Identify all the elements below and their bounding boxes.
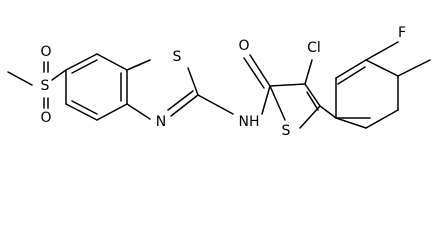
atom-cl: Cl bbox=[307, 40, 321, 56]
atom-o-sulfonyl-top: O bbox=[40, 44, 51, 60]
atom-n-amide: NH bbox=[239, 114, 260, 130]
atom-o-amide: O bbox=[238, 38, 249, 54]
atom-s-sulfonyl: S bbox=[41, 78, 50, 94]
atom-n-thiazole: N bbox=[156, 114, 166, 130]
bond-lines bbox=[7, 41, 431, 129]
atom-s-thiazole: S bbox=[173, 49, 182, 65]
atom-labels: S O O S N NH O Cl F S bbox=[40, 25, 406, 139]
atom-f: F bbox=[398, 25, 406, 41]
atom-o-sulfonyl-bottom: O bbox=[40, 110, 51, 126]
molecule-structure-diagram: S O O S N NH O Cl F S bbox=[7, 25, 431, 139]
atom-s-thiophene: S bbox=[282, 123, 291, 139]
